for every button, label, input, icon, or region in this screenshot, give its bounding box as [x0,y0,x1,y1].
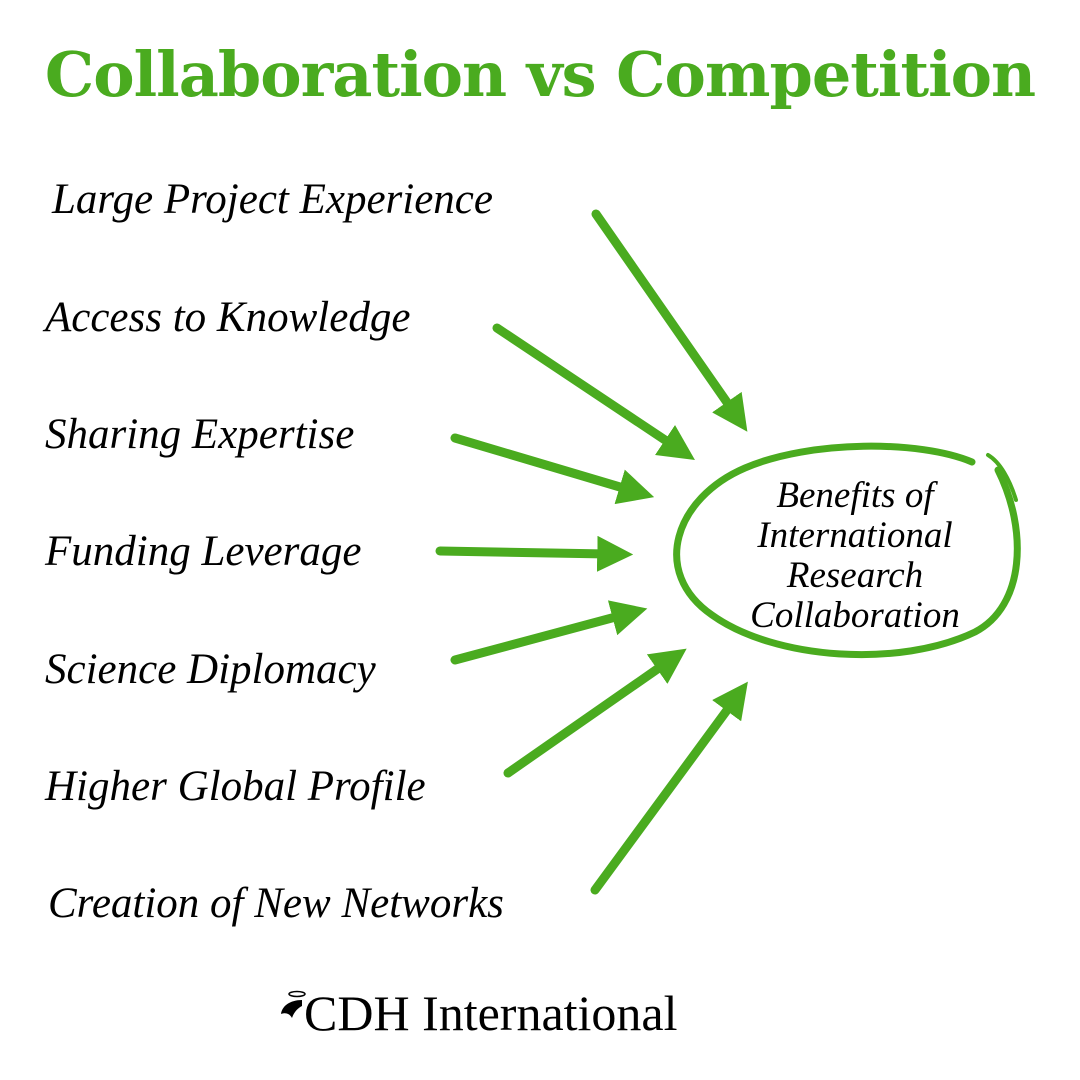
benefit-access-to-knowledge: Access to Knowledge [45,294,411,341]
arrow-sharing-expertise [450,433,655,505]
arrow-large-project-experience [591,209,748,432]
arrow-access-to-knowledge [492,323,695,460]
benefit-funding-leverage: Funding Leverage [45,528,362,575]
benefit-sharing-expertise: Sharing Expertise [45,411,355,458]
halo-icon [288,990,306,998]
hub-label-line: Collaboration [750,595,960,636]
arrow-science-diplomacy [450,600,648,665]
benefit-science-diplomacy: Science Diplomacy [45,646,376,693]
arrow-funding-leverage [435,535,634,572]
hub-circle-tail [986,453,1018,502]
hub-circle [673,442,1021,659]
angel-wing-icon [281,990,306,1018]
benefit-large-project-experience: Large Project Experience [52,176,493,223]
brand-name: CDH International [304,985,678,1041]
benefit-higher-global-profile: Higher Global Profile [45,763,426,810]
arrow-creation-of-new-networks [590,681,748,895]
hub-label-line: Research [786,555,924,596]
arrow-higher-global-profile [503,648,687,778]
hub-label-line: International [757,515,953,556]
hub-label: Benefits of International Research Colla… [700,476,1010,636]
hub-label-line: Benefits of [776,475,934,516]
benefit-creation-of-new-networks: Creation of New Networks [48,880,504,927]
page-title: Collaboration vs Competition [44,38,1036,111]
